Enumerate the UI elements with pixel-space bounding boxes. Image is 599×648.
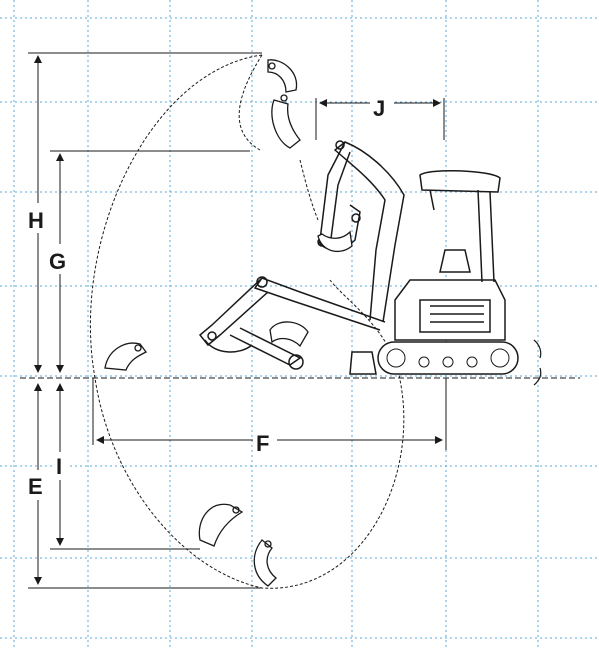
bucket-bottom xyxy=(253,539,277,587)
bucket-ground-left xyxy=(104,342,147,371)
dimension-g xyxy=(50,150,250,373)
excavator-body xyxy=(349,169,519,375)
label-g: G xyxy=(49,249,66,274)
track-end-marks xyxy=(533,339,542,386)
label-e: E xyxy=(28,474,43,499)
label-j: J xyxy=(373,96,385,121)
working-range-envelope xyxy=(89,54,405,589)
boom-extended xyxy=(198,276,386,370)
dimension-h xyxy=(28,52,262,373)
boom-raised xyxy=(317,140,405,323)
label-i: I xyxy=(56,454,62,479)
bucket-ground-mid xyxy=(269,321,309,348)
label-h: H xyxy=(28,208,44,233)
label-f: F xyxy=(256,431,269,456)
bucket-top xyxy=(267,59,301,149)
bucket-raised xyxy=(317,230,353,253)
dimension-e xyxy=(28,383,262,589)
bucket-bottom-left xyxy=(198,503,244,547)
